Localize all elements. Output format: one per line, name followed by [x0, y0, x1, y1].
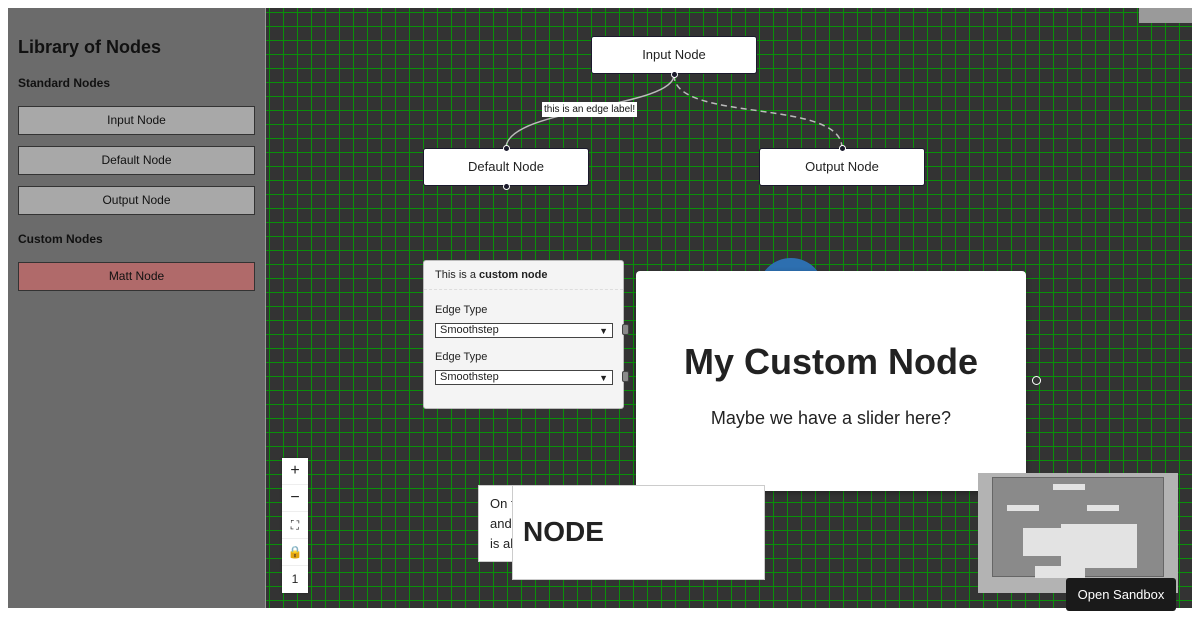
node-card[interactable]: NODE — [512, 485, 765, 580]
input-node[interactable]: Input Node — [591, 36, 757, 74]
text-node-line-3: is al — [490, 536, 514, 551]
text-node-line-2: and — [490, 516, 512, 531]
default-node[interactable]: Default Node — [423, 148, 589, 186]
default-node-target-handle[interactable] — [503, 145, 510, 152]
library-item-input-node[interactable]: Input Node — [18, 106, 255, 135]
custom-node-prefix: This is a — [435, 269, 480, 281]
node-library-sidebar: Library of Nodes Standard Nodes Input No… — [8, 8, 265, 608]
flow-canvas[interactable]: Input Node this is an edge label! Defaul… — [265, 8, 1192, 608]
custom-node-handle-1[interactable] — [622, 324, 629, 335]
edge-input-output — [673, 74, 843, 149]
edge-type-label-1: Edge Type — [435, 304, 488, 316]
custom-node-header: This is a custom node — [424, 261, 623, 290]
library-item-matt-node[interactable]: Matt Node — [18, 262, 255, 291]
library-title: Library of Nodes — [18, 37, 162, 57]
minimap-viewport[interactable] — [992, 477, 1164, 578]
lock-icon[interactable]: 🔒 — [282, 539, 308, 566]
my-custom-node-title: My Custom Node — [683, 341, 978, 382]
node-card-title: NODE — [523, 516, 604, 547]
my-custom-node-handle[interactable] — [1032, 376, 1041, 385]
default-node-source-handle[interactable] — [503, 183, 510, 190]
canvas-corner-box — [1139, 8, 1192, 23]
edge-label: this is an edge label! — [542, 102, 638, 117]
custom-nodes-heading: Custom Nodes — [18, 232, 103, 246]
custom-node[interactable]: This is a custom node Edge Type Smoothst… — [423, 260, 624, 409]
minimap[interactable] — [978, 473, 1178, 593]
fit-view-icon[interactable]: ⛶ — [282, 512, 308, 539]
output-node[interactable]: Output Node — [759, 148, 925, 186]
minimap-node — [1023, 528, 1063, 556]
input-node-source-handle[interactable] — [671, 71, 678, 78]
minimap-node — [1035, 566, 1085, 578]
text-node-line-1: On t — [490, 496, 515, 511]
standard-nodes-heading: Standard Nodes — [18, 76, 111, 90]
app: Library of Nodes Standard Nodes Input No… — [8, 8, 1192, 608]
zoom-in-button[interactable]: + — [282, 458, 308, 485]
text-node[interactable]: On t and is al — [478, 485, 518, 562]
edge-type-select-2[interactable]: Smoothstep ▼ — [435, 370, 613, 385]
edge-type-select-2-value: Smoothstep — [440, 371, 499, 383]
my-custom-node[interactable]: My Custom Node Maybe we have a slider he… — [636, 271, 1026, 491]
edge-type-select-1[interactable]: Smoothstep ▼ — [435, 323, 613, 338]
edge-type-label-2: Edge Type — [435, 351, 488, 363]
library-item-default-node[interactable]: Default Node — [18, 146, 255, 175]
library-item-output-node[interactable]: Output Node — [18, 186, 255, 215]
flow-controls: + − ⛶ 🔒 1 — [282, 458, 308, 593]
chevron-down-icon: ▼ — [599, 326, 608, 336]
custom-node-bold: custom node — [479, 269, 548, 281]
open-sandbox-button[interactable]: Open Sandbox — [1066, 578, 1176, 611]
zoom-level[interactable]: 1 — [291, 572, 299, 586]
minimap-node — [1087, 505, 1119, 511]
edge-type-select-1-value: Smoothstep — [440, 324, 499, 336]
zoom-out-button[interactable]: − — [282, 485, 308, 512]
output-node-target-handle[interactable] — [839, 145, 846, 152]
minimap-node — [1061, 524, 1137, 568]
custom-node-handle-2[interactable] — [622, 371, 629, 382]
chevron-down-icon: ▼ — [599, 373, 608, 383]
minimap-node — [1053, 484, 1085, 490]
my-custom-node-subtitle: Maybe we have a slider here? — [710, 408, 952, 428]
minimap-node — [1007, 505, 1039, 511]
